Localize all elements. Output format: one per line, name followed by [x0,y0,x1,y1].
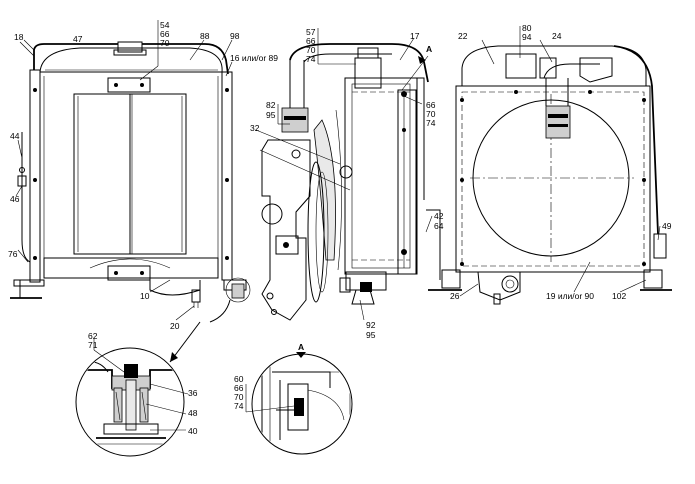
detail-pointer [209,299,231,323]
callout-66-detail: 66 [234,383,244,393]
callout-76: 76 [8,249,18,259]
side-view [259,43,441,321]
callout-92: 92 [366,320,376,330]
callouts: 18 47 54 66 70 88 98 16 или/or 89 44 46 … [8,20,672,436]
callout-24: 24 [552,31,562,41]
callout-40: 40 [188,426,198,436]
engine-side [261,139,311,321]
callout-54: 54 [160,20,170,30]
fan [313,119,336,261]
callout-36: 36 [188,388,198,398]
rear-top-tank [461,45,647,87]
callout-detail-a: А [298,342,304,352]
callout-66: 66 [160,29,170,39]
callout-49: 49 [662,221,672,231]
callout-70-mid: 70 [306,45,316,55]
callout-70: 70 [160,38,170,48]
callout-16: 16 или/or 89 [230,53,278,63]
view-a-arrow [296,352,306,358]
rear-core [455,85,651,273]
callout-47: 47 [73,34,83,44]
callout-74-side: 74 [426,118,436,128]
callout-57: 57 [306,27,316,37]
callout-22: 22 [458,31,468,41]
view-a-arrow-top [418,56,426,64]
leaders [15,20,661,431]
callout-62: 62 [88,331,98,341]
callout-32: 32 [250,123,260,133]
callout-10: 10 [140,291,150,301]
callout-94: 94 [522,32,532,42]
callout-46: 46 [10,194,20,204]
detail-mount [75,347,185,457]
callout-88: 88 [200,31,210,41]
callout-95-bottom: 95 [366,330,376,340]
callout-60: 60 [234,374,244,384]
callout-102: 102 [612,291,626,301]
callout-82: 82 [266,100,276,110]
right-frame-post [221,71,233,281]
callout-view-a: А [426,44,432,54]
callout-74: 74 [306,54,316,64]
callout-44: 44 [10,131,20,141]
front-view [10,39,247,308]
top-tank [39,47,223,73]
callout-70-side: 70 [426,109,436,119]
callout-74-detail: 74 [234,401,244,411]
callout-26: 26 [450,291,460,301]
callout-19: 19 или/or 90 [546,291,594,301]
callout-48: 48 [188,408,198,418]
callout-98: 98 [230,31,240,41]
callout-66-side: 66 [426,100,436,110]
callout-64: 64 [434,221,444,231]
callout-20: 20 [170,321,180,331]
bottom-tank [43,257,219,279]
callout-66-mid: 66 [306,36,316,46]
side-tank [344,77,418,275]
callout-80: 80 [522,23,532,33]
callout-71: 71 [88,340,98,350]
callout-18: 18 [14,32,24,42]
rear-view [428,45,672,305]
detail-a [251,353,353,455]
callout-42: 42 [434,211,444,221]
left-frame-post [29,69,41,283]
callout-70-detail: 70 [234,392,244,402]
callout-17: 17 [410,31,420,41]
filler-neck [117,41,143,53]
callout-95: 95 [266,110,276,120]
